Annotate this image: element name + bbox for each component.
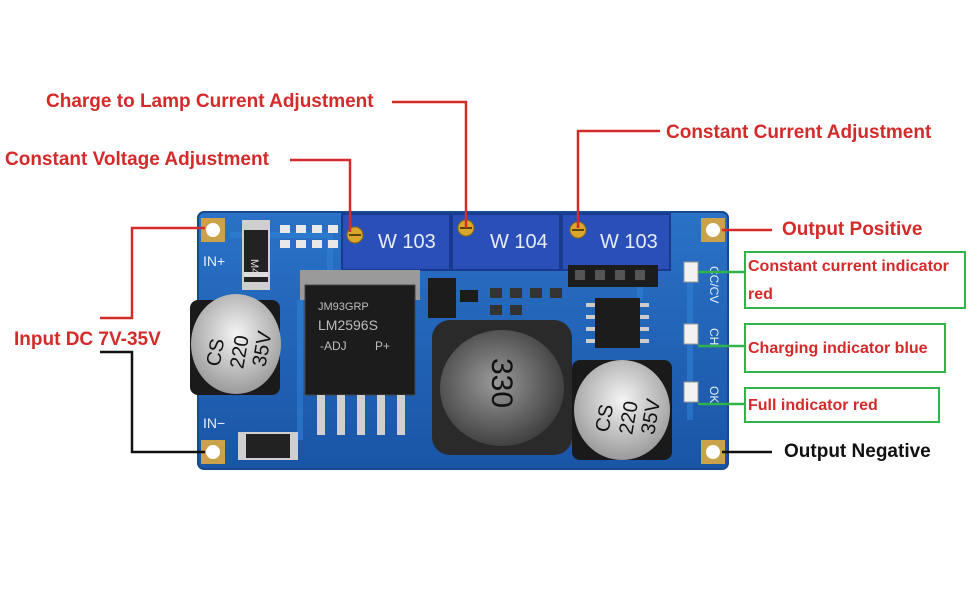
leader-constant-current	[576, 129, 660, 228]
silk-ccv: CC/CV	[707, 266, 721, 303]
led-full	[683, 381, 699, 403]
label-output-negative: Output Negative	[784, 441, 931, 462]
label-full-indicator: Full indicator red	[748, 397, 878, 414]
capacitor-right: CS 220 35V	[572, 360, 672, 460]
leader-input-negative	[100, 350, 205, 454]
leader-input-dc	[100, 226, 205, 320]
mounting-holes	[201, 218, 725, 464]
smd-components	[490, 288, 562, 315]
op-amp-chip	[586, 298, 649, 348]
chip-line4: P+	[375, 339, 390, 353]
potentiometer-left[interactable]: W 103	[341, 213, 451, 271]
pot-middle-label: W 104	[490, 231, 548, 253]
label-cc-indicator-line1: Constant current indicator	[748, 258, 949, 275]
smd-resistors	[280, 225, 338, 248]
pot-right-label: W 103	[600, 231, 658, 253]
bottom-diode	[238, 432, 298, 460]
leader-charge-to-lamp	[392, 100, 468, 228]
label-charging-indicator: Charging indicator blue	[748, 340, 928, 357]
leader-constant-voltage	[290, 158, 352, 232]
cap-right-brand: CS	[592, 403, 618, 434]
chip-line1: JM93GRP	[318, 301, 369, 313]
label-cc-indicator-line2: red	[748, 286, 773, 303]
silk-in-plus: IN+	[203, 253, 225, 269]
inductor: 330	[432, 320, 572, 455]
potentiometer-middle[interactable]: W 104	[451, 213, 561, 271]
lm2596-regulator: JM93GRP LM2596S -ADJ P+	[300, 270, 420, 435]
label-constant-voltage: Constant Voltage Adjustment	[5, 149, 269, 170]
capacitor-left: CS 220 35V	[190, 294, 281, 395]
diode-m4: M4	[242, 220, 270, 290]
box-charging-indicator: Charging indicator blue	[744, 323, 946, 373]
cap-left-brand: CS	[203, 337, 229, 368]
potentiometer-right[interactable]: W 103	[561, 213, 671, 271]
diode-mark: M4	[248, 259, 260, 274]
chip-line3: -ADJ	[320, 339, 347, 353]
inductor-label: 330	[485, 358, 518, 408]
silk-in-minus: IN−	[203, 415, 225, 431]
pot-left-label: W 103	[378, 231, 436, 253]
transistor	[428, 278, 478, 318]
header-pins	[568, 265, 658, 287]
led-cc	[683, 261, 699, 283]
silk-ok: OK	[707, 386, 721, 403]
leader-lines	[100, 100, 772, 454]
box-full-indicator: Full indicator red	[744, 387, 940, 423]
chip-line2: LM2596S	[318, 317, 378, 333]
label-constant-current: Constant Current Adjustment	[666, 122, 932, 143]
label-input-dc: Input DC 7V-35V	[14, 329, 161, 350]
box-cc-indicator: Constant current indicator red	[744, 251, 966, 309]
label-output-positive: Output Positive	[782, 219, 923, 240]
silk-ch: CH	[707, 328, 721, 345]
led-charging	[683, 323, 699, 345]
label-charge-to-lamp: Charge to Lamp Current Adjustment	[46, 91, 374, 112]
